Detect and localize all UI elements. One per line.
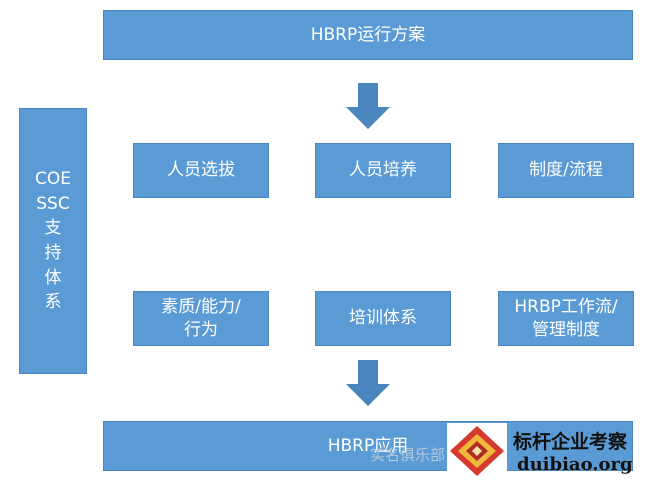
top-title: HBRP运行方案	[310, 24, 426, 45]
side-line: 系	[44, 292, 62, 313]
bottom-title: HBRP应用	[327, 435, 409, 456]
faded-watermark-text: 实名俱乐部	[369, 446, 445, 464]
box-label: 人员选拔	[167, 160, 235, 181]
watermark: 标杆企业考察 duibiao.org	[445, 423, 645, 479]
down-arrow-icon	[346, 83, 390, 129]
side-line: SSC	[36, 193, 70, 214]
box-label: HRBP工作流/	[514, 296, 618, 317]
side-line: COE	[35, 169, 71, 190]
diamond-logo-icon	[447, 423, 507, 479]
side-line: 支	[44, 218, 62, 239]
side-line: 持	[44, 243, 62, 263]
side-support-box: COE SSC 支 持 体 系	[19, 108, 87, 374]
box-competency: 素质/能力/ 行为	[133, 291, 269, 346]
bottom-title-box: HBRP应用	[103, 421, 633, 471]
side-line: 体	[44, 267, 62, 288]
box-label: 制度/流程	[529, 160, 603, 181]
box-label: 培训体系	[349, 308, 417, 329]
watermark-brand: 标杆企业考察	[513, 431, 628, 453]
box-personnel-selection: 人员选拔	[133, 143, 269, 198]
box-label: 素质/能力/	[161, 296, 241, 317]
box-label: 行为	[184, 319, 218, 340]
box-personnel-training: 人员培养	[315, 143, 451, 198]
box-label: 管理制度	[532, 319, 600, 340]
box-hrbp-workflow: HRBP工作流/ 管理制度	[498, 291, 634, 346]
box-system-process: 制度/流程	[498, 143, 634, 198]
box-label: 人员培养	[349, 160, 417, 181]
watermark-url: duibiao.org	[517, 454, 633, 475]
down-arrow-icon	[346, 360, 390, 406]
top-title-box: HBRP运行方案	[103, 10, 633, 60]
box-training-system: 培训体系	[315, 291, 451, 346]
